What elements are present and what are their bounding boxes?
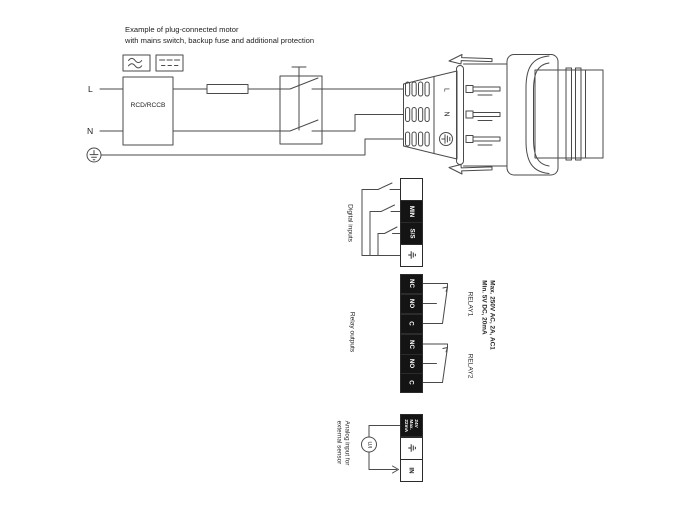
- supply-24v: 24V: [414, 419, 420, 428]
- terminal-relay2-no: NO: [400, 353, 423, 374]
- relay1-nc-label: NC: [408, 279, 415, 289]
- relay2-contacts: [423, 344, 448, 383]
- relay2-nc-label: NC: [408, 339, 415, 349]
- socket-ring-2: [576, 68, 582, 160]
- terminal-relay1-no: NO: [400, 293, 423, 314]
- socket-bayonet-inner: [534, 63, 550, 166]
- insert-arrow-bottom-icon: [449, 165, 492, 175]
- mains-switch: [280, 67, 322, 144]
- rcd-type-icons: [123, 55, 183, 71]
- line-n-label: N: [87, 125, 94, 136]
- terminal-in-label: IN: [408, 467, 415, 474]
- terminal-digital-earth: [400, 244, 423, 267]
- terminal-ss: S/S: [400, 222, 423, 245]
- relay-spec-min: Min. 5V DC, 20mA: [480, 280, 488, 335]
- pin-housing: [464, 64, 508, 166]
- plug-pins: [466, 86, 500, 146]
- terminal-ss-label: S/S: [407, 228, 415, 239]
- ac-wave-icon: [129, 58, 142, 68]
- terminal-min: MIN: [400, 200, 423, 223]
- relay1-no-label: NO: [408, 299, 415, 309]
- rcd-box: [123, 77, 173, 145]
- earth-icon: [407, 251, 416, 259]
- relay2-arrow-icon: [443, 348, 448, 352]
- terminal-analog-in: IN: [400, 459, 423, 482]
- relay1-arrow-icon: [443, 287, 448, 291]
- fuse-symbol: [207, 85, 248, 94]
- terminal-relay1-c: C: [400, 313, 423, 334]
- relay-outputs-label: Relay outputs: [348, 311, 356, 353]
- relay2-no-label: NO: [408, 359, 415, 369]
- pulsed-dc-icon: [160, 60, 180, 66]
- plug-l-label: L: [442, 88, 450, 92]
- n-wire-to-plug: [312, 115, 403, 132]
- relay1-label: RELAY1: [466, 291, 473, 317]
- earth-icon: [407, 444, 416, 452]
- diagram-title: Example of plug-connected motor with mai…: [125, 24, 314, 47]
- mains-circuit: [87, 55, 403, 162]
- relay-spec: Max. 250V AC, 2A, AC1 Min. 5V DC, 20mA: [480, 280, 496, 350]
- terminal-digital-blank: [400, 178, 423, 201]
- supply-22ma: 22mA: [403, 419, 409, 432]
- plug-earth-icon: [440, 133, 453, 146]
- earth-icon: [87, 148, 101, 162]
- terminal-relay2-nc: NC: [400, 334, 423, 355]
- analog-label-line2: external sensor: [335, 420, 343, 465]
- earth-wire-to-plug: [101, 139, 403, 155]
- socket-flange: [507, 55, 558, 176]
- relay2-c-label: C: [408, 380, 415, 385]
- terminal-analog-supply: 24V Max. 22mA: [400, 414, 423, 437]
- relay1-c-label: C: [408, 321, 415, 326]
- terminal-relay1-nc: NC: [400, 273, 423, 294]
- plug-grip-ridges: [406, 82, 430, 146]
- terminal-supply-label: 24V Max. 22mA: [403, 419, 420, 432]
- analog-label-line1: Analog input for: [343, 420, 351, 466]
- analog-input-label: Analog input for external sensor: [335, 420, 351, 466]
- signal-arrow-icon: [393, 466, 399, 473]
- plug-n-label: N: [442, 111, 450, 117]
- title-line1: Example of plug-connected motor: [125, 25, 239, 34]
- plug-collar: [457, 66, 464, 165]
- analog-input-wiring: [362, 426, 401, 474]
- digital-input-wiring: [362, 183, 400, 256]
- terminal-relay2-c: C: [400, 372, 423, 393]
- digital-inputs-label: Digital inputs: [346, 203, 353, 242]
- relay-spec-max: Max. 250V AC, 2A, AC1: [488, 280, 496, 350]
- relay1-contacts: [423, 284, 448, 324]
- socket-bayonet-outer: [526, 56, 549, 174]
- sensor-ui-label: U/I: [366, 441, 372, 448]
- switch-actuator: [292, 67, 306, 130]
- plug-illustration: [404, 55, 604, 176]
- terminal-min-label: MIN: [408, 205, 415, 217]
- relay2-label: RELAY2: [466, 353, 473, 378]
- socket-barrel: [535, 70, 603, 158]
- line-l-label: L: [88, 83, 93, 94]
- rcd-label: RCD/RCCB: [130, 102, 166, 109]
- title-line2: with mains switch, backup fuse and addit…: [125, 36, 315, 46]
- supply-max: Max.: [409, 419, 415, 430]
- switch-contacts: [290, 78, 318, 131]
- socket-ring-1: [566, 68, 572, 160]
- terminal-analog-earth: [400, 436, 423, 460]
- insert-arrow-top-icon: [449, 55, 492, 65]
